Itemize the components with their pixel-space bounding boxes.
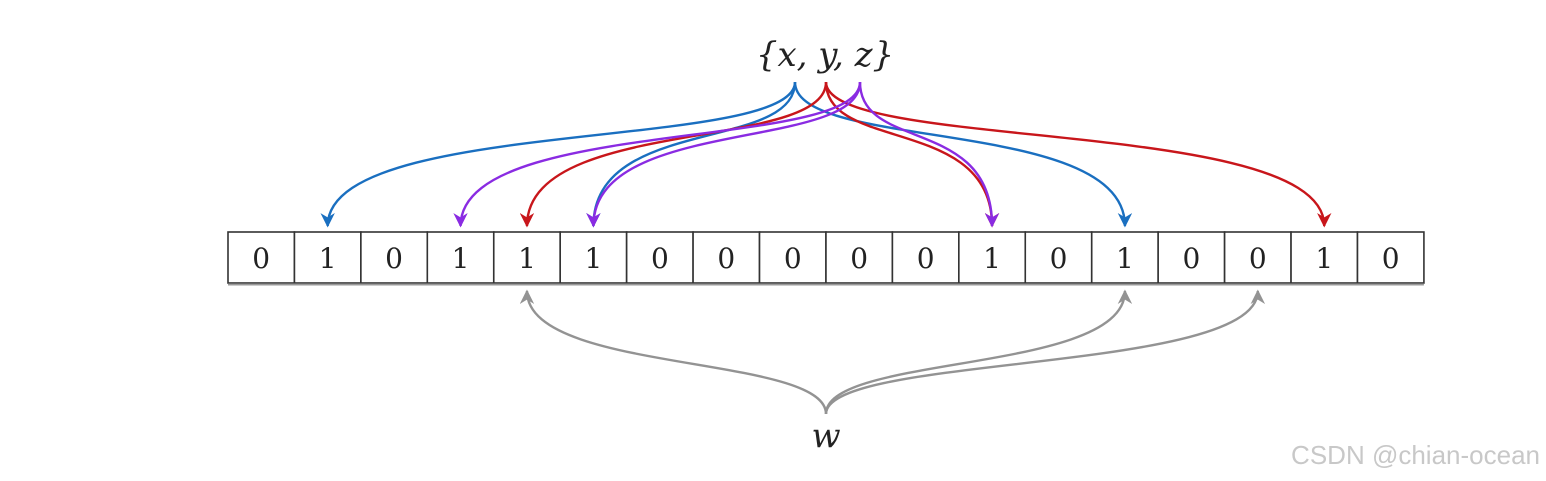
- bit-cell: [293, 231, 362, 284]
- bit-value: 0: [651, 242, 669, 275]
- query-element-label: w: [811, 416, 840, 456]
- arrow-z-to-bit: [453, 81, 862, 228]
- bit-cell: [360, 231, 429, 284]
- bit-value: 0: [252, 242, 270, 275]
- arrow-x-to-bit: [320, 81, 797, 228]
- watermark: CSDN @chian-ocean: [1291, 440, 1540, 470]
- bit-value: 1: [585, 242, 603, 275]
- hash-arrows: [320, 81, 1332, 415]
- bit-value: 0: [1050, 242, 1068, 275]
- bit-cell: [1157, 231, 1226, 284]
- bit-value: 0: [917, 242, 935, 275]
- bit-value: 0: [1249, 242, 1267, 275]
- bit-cell: [559, 231, 628, 284]
- arrow-y-to-bit: [824, 81, 1332, 228]
- bit-cell: [227, 231, 296, 284]
- bit-value: 1: [452, 242, 470, 275]
- arrow-z-to-bit: [586, 81, 862, 228]
- element-set-label: {x, y, z}: [756, 35, 894, 75]
- bit-array: 0 1 0 1 1 1 0 0 0 0 0 1 0 1 0 0 1 0: [227, 231, 1425, 286]
- bit-value: 0: [850, 242, 868, 275]
- bit-value: 0: [1182, 242, 1200, 275]
- bit-value: 1: [1116, 242, 1134, 275]
- bit-cell: [825, 231, 894, 284]
- bit-value: 0: [717, 242, 735, 275]
- bit-cell: [492, 231, 562, 284]
- arrow-w-to-bit: [519, 289, 828, 415]
- arrow-y-to-bit: [519, 81, 828, 228]
- bit-value: 0: [784, 242, 802, 275]
- arrow-z-to-bit: [858, 81, 1000, 228]
- arrow-y-to-bit: [824, 81, 1000, 228]
- bit-value: 1: [319, 242, 337, 275]
- bit-value: 0: [385, 242, 403, 275]
- bit-value: 1: [1315, 242, 1333, 275]
- bit-value: 1: [983, 242, 1001, 275]
- bit-cell: [1090, 231, 1159, 284]
- bit-cell: [758, 231, 827, 284]
- bit-cell: [1024, 231, 1093, 284]
- bit-cell: [891, 231, 960, 284]
- bit-value: 1: [518, 242, 536, 275]
- arrow-w-to-bit: [824, 289, 1265, 415]
- bit-cell: [426, 231, 495, 284]
- bit-cell: [625, 231, 694, 284]
- bit-value: 0: [1382, 242, 1400, 275]
- bit-cell: [1356, 231, 1425, 284]
- bit-cell: [1223, 231, 1292, 284]
- arrow-x-to-bit: [586, 81, 797, 228]
- arrow-w-to-bit: [824, 289, 1133, 415]
- bit-cell: [1290, 231, 1359, 284]
